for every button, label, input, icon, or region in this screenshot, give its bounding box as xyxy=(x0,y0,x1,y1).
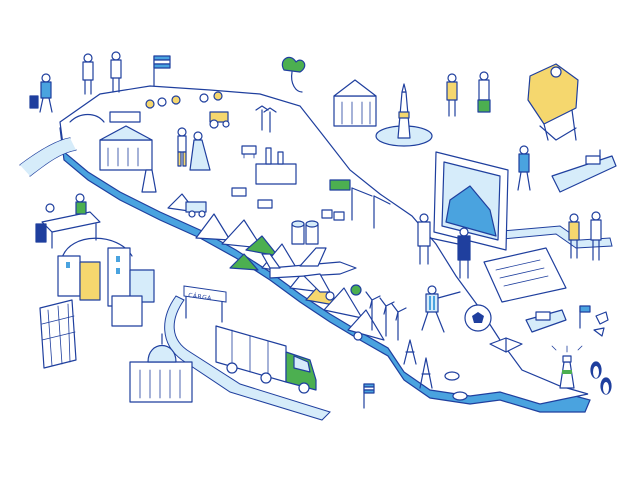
flag-icon xyxy=(153,55,171,87)
wind-turbine-icon xyxy=(365,291,407,341)
soccer-player xyxy=(421,285,461,333)
congress-building xyxy=(129,333,193,403)
flag-small-right xyxy=(579,305,591,329)
glass-tower xyxy=(39,299,77,369)
sheep xyxy=(444,371,468,401)
farm-buildings xyxy=(69,111,153,171)
wine-carafe xyxy=(141,169,157,193)
city-buildings xyxy=(57,237,155,327)
small-ship xyxy=(525,309,567,333)
road-north-fill xyxy=(20,138,76,176)
road-sign-carga: CÁRGA xyxy=(183,285,227,323)
tango-couple xyxy=(177,127,211,171)
ceibo-tree xyxy=(281,56,306,93)
trees-north xyxy=(145,91,223,109)
islands xyxy=(593,311,609,337)
presentation-screen xyxy=(433,151,509,251)
meeting-table xyxy=(35,193,101,249)
oil-pumps xyxy=(403,339,433,389)
tourist-couple xyxy=(446,71,491,117)
book-icon xyxy=(489,337,523,353)
traveler-figure xyxy=(29,73,53,113)
airplane-icon xyxy=(261,247,357,293)
penguin-icon xyxy=(590,361,612,395)
obelisk-icon xyxy=(375,83,433,147)
flag-bottom-center xyxy=(363,383,375,409)
businessmen-pair xyxy=(568,211,602,261)
port-cranes xyxy=(321,179,391,229)
walking-man xyxy=(517,145,531,191)
silos xyxy=(291,220,319,245)
cargo-ship-icon xyxy=(551,149,617,193)
lighthouse-icon xyxy=(551,345,583,389)
road-south-fill xyxy=(164,295,331,421)
cow-icon xyxy=(231,145,273,209)
handshake-figures xyxy=(417,213,471,279)
soccer-ball-icon xyxy=(464,304,492,332)
trees-south xyxy=(325,284,363,341)
government-house xyxy=(333,79,377,127)
palm-trees xyxy=(255,105,277,133)
tractor-icon xyxy=(209,111,230,129)
road-right-fill xyxy=(489,225,613,249)
factory xyxy=(255,147,297,185)
harvester xyxy=(185,201,207,218)
chair-person xyxy=(527,63,579,141)
road-sign-label: CÁRGA xyxy=(188,292,213,302)
truck-icon xyxy=(215,325,317,394)
document-icon xyxy=(483,247,567,303)
mother-child-figure xyxy=(82,51,122,95)
